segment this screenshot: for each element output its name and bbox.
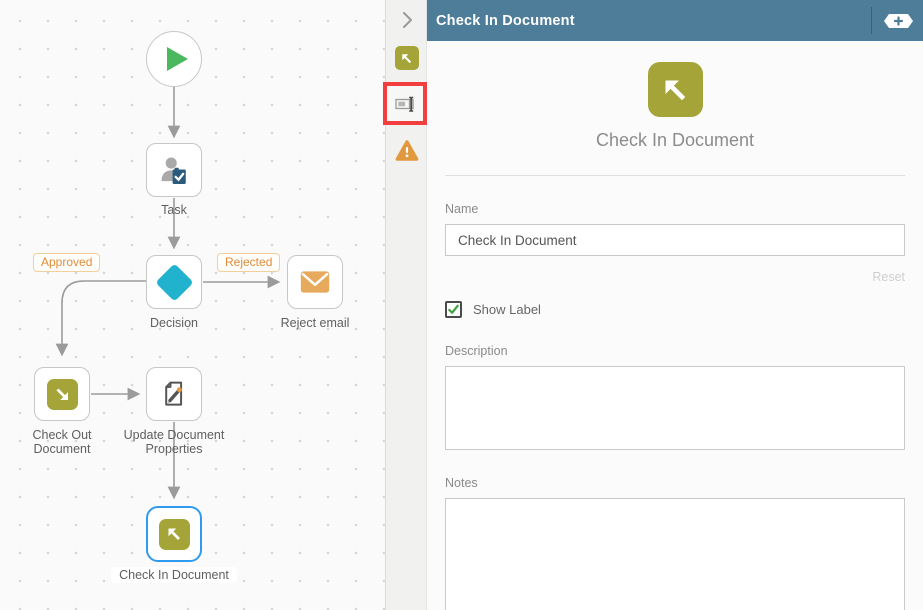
node-decision[interactable] <box>146 255 202 309</box>
panel-body: Check In Document Name Reset Show Label … <box>427 41 923 610</box>
name-input[interactable] <box>445 224 905 256</box>
node-label-reject-email: Reject email <box>280 316 350 330</box>
properties-rail <box>383 0 427 610</box>
notes-textarea[interactable] <box>445 498 905 610</box>
check-out-document-icon <box>46 378 78 410</box>
tag-plus-icon <box>884 13 913 28</box>
rename-text-cursor-icon <box>395 96 414 112</box>
panel-header: Check In Document <box>427 0 923 41</box>
rail-tab-errors[interactable] <box>386 138 427 164</box>
panel-header-actions <box>871 0 923 41</box>
header-divider <box>871 7 872 34</box>
node-start[interactable] <box>146 31 202 87</box>
add-tag-button[interactable] <box>872 13 923 29</box>
workflow-canvas[interactable]: Task Decision Approved Rejected Reject e… <box>0 0 386 610</box>
show-label-checkbox[interactable] <box>445 301 462 318</box>
check-in-document-icon <box>158 518 190 550</box>
description-field-label: Description <box>445 344 508 358</box>
node-reject-email[interactable] <box>287 255 343 309</box>
document-pencil-icon <box>165 381 183 406</box>
rail-tab-step[interactable] <box>386 46 427 70</box>
warning-triangle-icon <box>395 140 418 161</box>
description-textarea[interactable] <box>445 366 905 450</box>
checkmark-icon <box>448 304 459 314</box>
node-label-check-in-document: Check In Document <box>111 567 237 584</box>
node-label-update-document-properties: Update Document Properties <box>123 428 225 457</box>
connector-decision-checkout <box>55 280 146 357</box>
node-update-document-properties[interactable] <box>146 367 202 421</box>
node-check-out-document[interactable] <box>34 367 90 421</box>
check-in-document-icon-large <box>647 62 703 117</box>
play-icon <box>167 47 188 71</box>
panel-step-heading: Check In Document <box>595 130 755 150</box>
rail-tab-rename[interactable] <box>392 91 418 117</box>
node-label-task: Task <box>161 203 187 217</box>
node-check-in-document[interactable] <box>146 506 202 562</box>
decision-diamond-icon <box>154 262 194 302</box>
properties-panel: Check In Document Check I <box>427 0 923 610</box>
check-in-document-icon <box>394 46 419 70</box>
workflow-connectors <box>55 87 281 500</box>
edge-label-rejected[interactable]: Rejected <box>217 253 281 272</box>
edge-label-approved[interactable]: Approved <box>33 253 101 272</box>
show-label-text: Show Label <box>473 302 541 317</box>
name-field-label: Name <box>445 202 479 216</box>
node-label-decision: Decision <box>150 316 198 330</box>
chevron-right-icon <box>402 12 412 28</box>
heading-divider <box>445 175 905 176</box>
reset-link[interactable]: Reset <box>872 270 905 284</box>
task-user-icon <box>161 157 186 184</box>
node-task[interactable] <box>146 143 202 197</box>
panel-header-title: Check In Document <box>436 12 575 29</box>
notes-field-label: Notes <box>445 476 478 490</box>
email-icon <box>300 271 330 293</box>
node-label-check-out-document: Check Out Document <box>32 428 92 457</box>
annotation-highlight-box <box>383 82 427 125</box>
collapse-panel-button[interactable] <box>386 8 427 32</box>
